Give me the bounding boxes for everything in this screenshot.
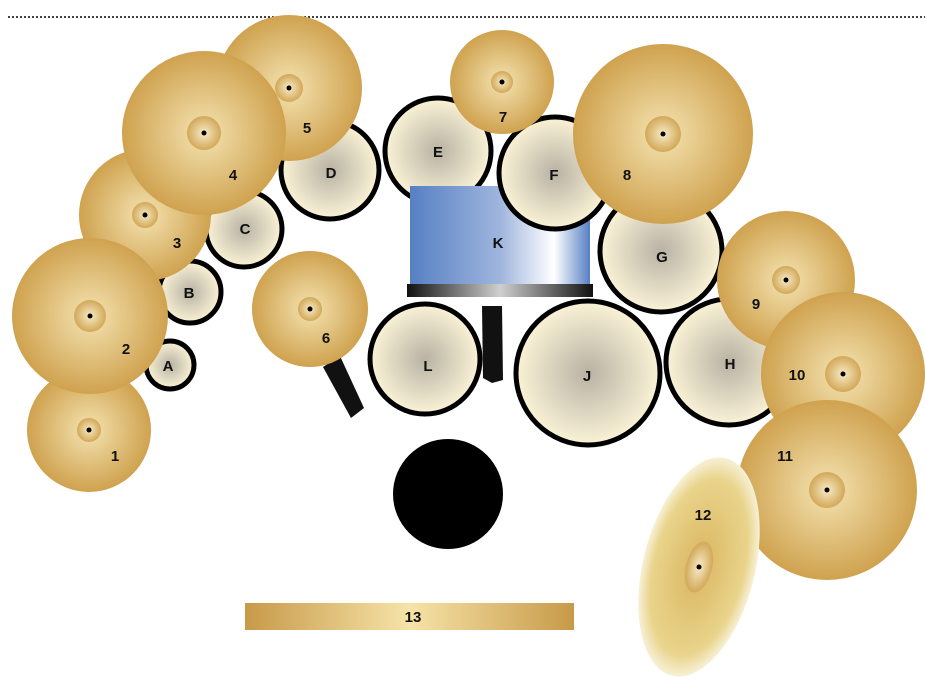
cymbal-7[interactable]: 7 (450, 30, 554, 134)
drum-K-hoop (407, 284, 593, 297)
bar-13[interactable]: 13 (245, 603, 574, 630)
cymbal-11-label: 11 (777, 448, 793, 465)
cymbal-1-label: 1 (111, 448, 119, 465)
drum-C-label: C (240, 221, 251, 238)
drum-H-label: H (725, 356, 736, 373)
cymbal-5-label: 5 (303, 120, 311, 137)
cymbal-9-label: 9 (752, 296, 760, 313)
cymbal-2[interactable]: 2 (12, 238, 168, 394)
drum-G-label: G (656, 249, 668, 266)
cymbal-6-label: 6 (322, 330, 330, 347)
hihat-pedal (323, 356, 364, 418)
bar-13-label: 13 (405, 609, 422, 626)
drum-throne (393, 439, 503, 549)
drum-F-label: F (549, 167, 558, 184)
cymbal-4[interactable]: 4 (122, 51, 286, 215)
cymbal-10-label: 10 (789, 367, 806, 384)
cymbal-2-label: 2 (122, 341, 130, 358)
drum-L[interactable]: L (367, 301, 483, 417)
cymbal-3-label: 3 (173, 235, 181, 252)
cymbal-7-label: 7 (499, 109, 507, 126)
drum-L-label: L (423, 358, 432, 375)
cymbal-12[interactable]: 12 (618, 445, 781, 681)
drum-K-label: K (493, 235, 504, 252)
cymbal-12-label: 12 (695, 507, 712, 524)
kick-pedal (482, 306, 503, 383)
cymbal-8[interactable]: 8 (573, 44, 753, 224)
drum-J-label: J (583, 368, 591, 385)
cymbal-4-label: 4 (229, 167, 238, 184)
drum-A-label: A (163, 358, 174, 375)
cymbal-6[interactable]: 6 (252, 251, 368, 367)
cymbal-11[interactable]: 11 (737, 400, 917, 580)
cymbal-1[interactable]: 1 (27, 368, 151, 492)
cymbal-8-label: 8 (623, 167, 631, 184)
drum-E-label: E (433, 144, 443, 161)
drum-D-label: D (326, 165, 337, 182)
drum-J[interactable]: J (513, 298, 663, 448)
drum-B-label: B (184, 285, 195, 302)
